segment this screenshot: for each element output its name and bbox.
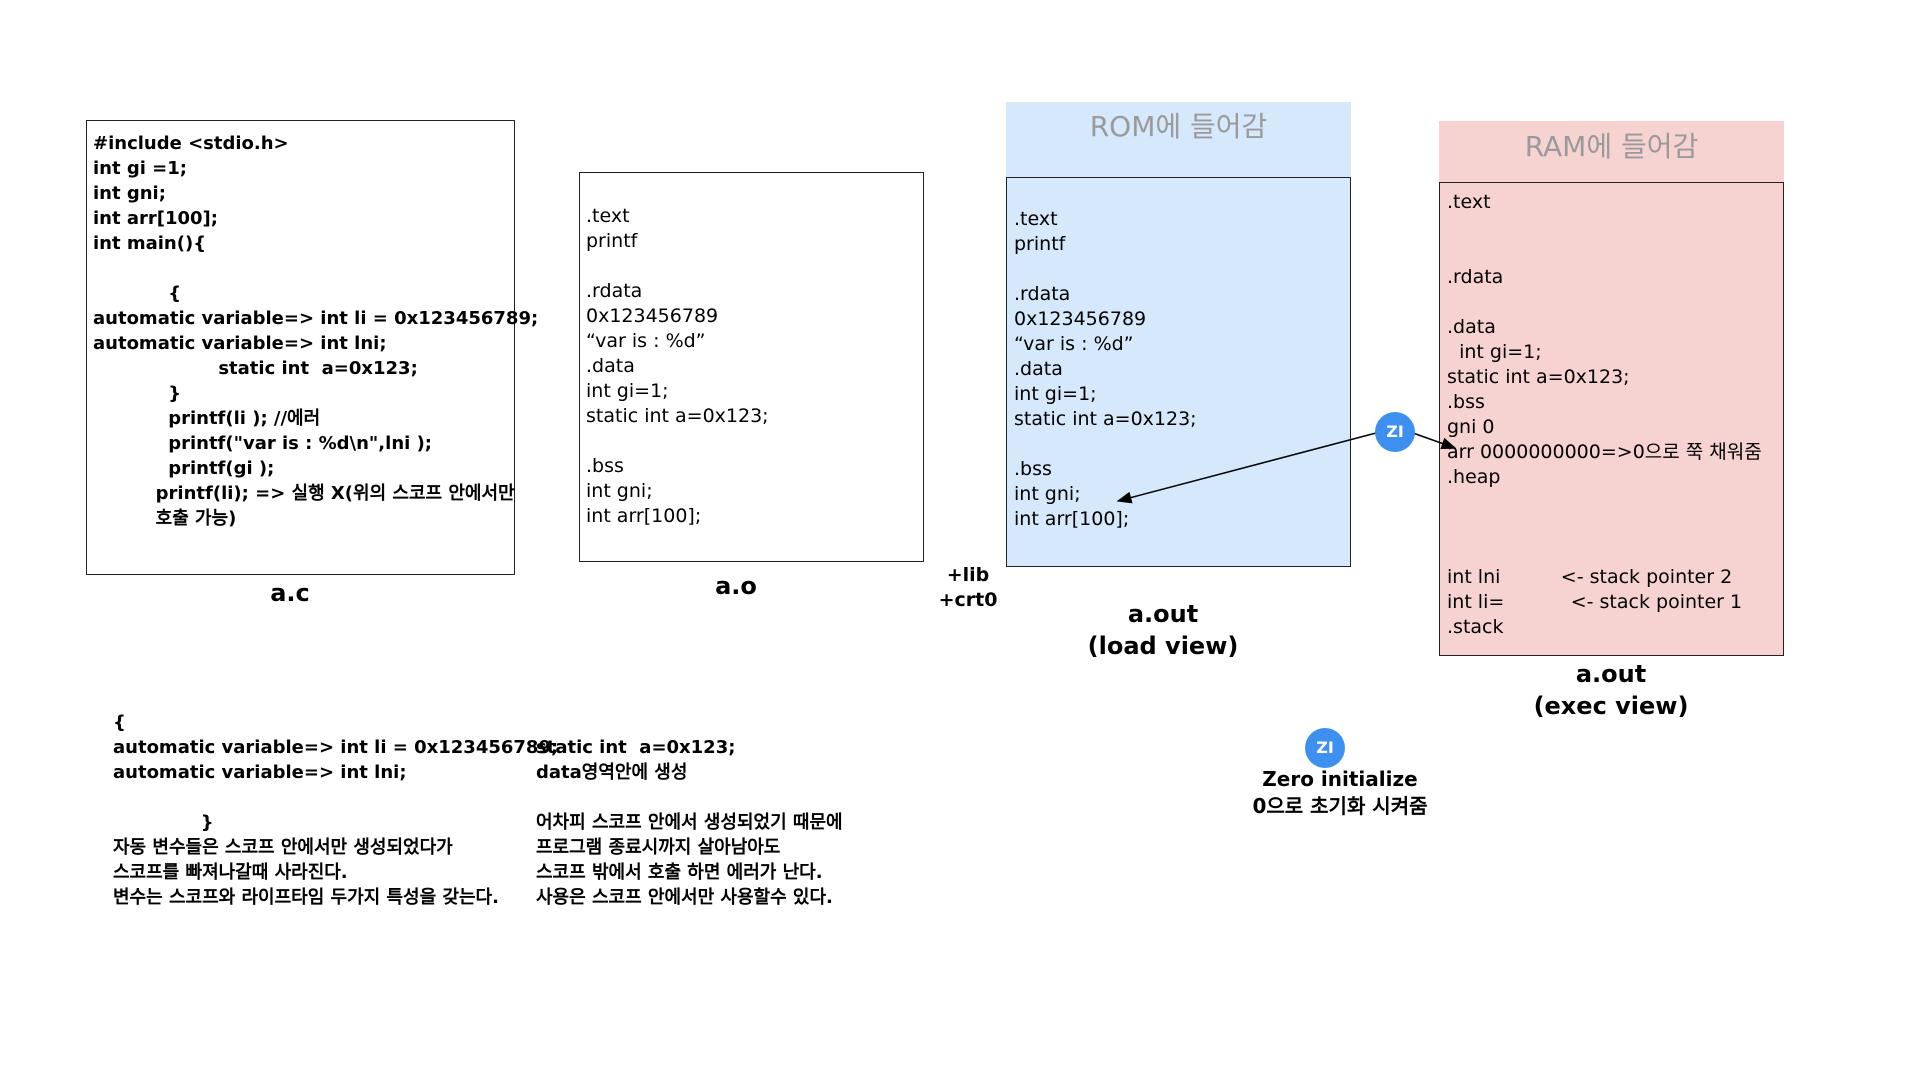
load-view-box — [1006, 177, 1351, 567]
text-line: .rdata — [586, 280, 643, 302]
load-view-lines: .text printf .rdata 0x123456789 “var is : %d… — [1014, 207, 1197, 532]
notes-automatic-variables: { automatic variable=> int li = 0x1234567… — [113, 710, 558, 910]
text-line: static int a=0x123; — [586, 405, 769, 427]
text-line: int lni <- stack pointer 2 — [1447, 566, 1733, 588]
text-line: 어차피 스코프 안에서 생성되었기 때문에 — [536, 812, 843, 833]
text-line: printf(li); => 실행 X(위의 스코프 안에서만 — [93, 483, 515, 504]
exec-view-caption-title: a.out — [1575, 660, 1647, 688]
link-label-crt0: +crt0 — [938, 589, 998, 611]
text-line: .rdata — [1014, 283, 1071, 305]
text-line: 사용은 스코프 안에서만 사용할수 있다. — [536, 887, 833, 908]
link-label-lib: +lib — [946, 564, 990, 586]
source-caption: a.c — [270, 579, 310, 607]
object-caption: a.o — [715, 572, 757, 600]
zi-legend-badge: ZI — [1305, 728, 1345, 768]
text-line: int gi=1; — [586, 380, 669, 402]
text-line: { — [113, 712, 126, 733]
text-line: .text — [586, 205, 630, 227]
text-line: 변수는 스코프와 라이프타임 두가지 특성을 갖는다. — [113, 887, 499, 908]
text-line: } — [113, 812, 214, 833]
text-line: 호출 가능) — [93, 508, 237, 529]
text-line: “var is : %d” — [586, 330, 706, 352]
text-line: 자동 변수들은 스코프 안에서만 생성되었다가 — [113, 837, 453, 858]
text-line: int main(){ — [93, 233, 207, 254]
exec-view-lines: .text .rdata .data int gi=1; static int a=0… — [1447, 190, 1762, 640]
source-code-lines: #include <stdio.h> int gi =1; int gni; int … — [93, 131, 538, 531]
text-line: data영역안에 생성 — [536, 762, 688, 783]
rom-header: ROM에 들어감 — [1089, 110, 1268, 143]
text-line: gni 0 — [1447, 416, 1495, 438]
text-line: int arr[100]; — [93, 208, 218, 229]
exec-view-caption: a.out (exec view) — [1511, 658, 1711, 722]
text-line: printf(gi ); — [93, 458, 275, 479]
load-view-caption-title: a.out — [1127, 600, 1199, 628]
link-label: +lib +crt0 — [938, 563, 998, 613]
text-line: #include <stdio.h> — [93, 133, 289, 154]
zi-arrow-to-ram — [1412, 432, 1457, 450]
text-line: 0x123456789 — [1014, 308, 1147, 330]
text-line: .text — [1447, 191, 1491, 213]
text-line: static int a=0x123; — [1014, 408, 1197, 430]
text-line: int gni; — [1014, 483, 1081, 505]
text-line: “var is : %d” — [1014, 333, 1134, 355]
object-file-lines: .text printf .rdata 0x123456789 “var is : %d… — [586, 204, 769, 529]
text-line: automatic variable=> int li = 0x12345678… — [93, 308, 539, 329]
text-line: int li= <- stack pointer 1 — [1447, 591, 1743, 613]
text-line: automatic variable=> int lni; — [93, 333, 387, 354]
zi-legend-desc: 0으로 초기화 시켜줌 — [1252, 794, 1428, 818]
text-line: int arr[100]; — [1014, 508, 1130, 530]
rom-header-band — [1006, 102, 1351, 177]
text-line: .bss — [586, 455, 624, 477]
text-line: automatic variable=> int li = 0x12345678… — [113, 737, 559, 758]
text-line: static int a=0x123; — [1447, 366, 1630, 388]
ram-header: RAM에 들어감 — [1524, 130, 1699, 163]
exec-view-caption-sub: (exec view) — [1533, 692, 1689, 720]
text-line: 스코프 밖에서 호출 하면 에러가 난다. — [536, 862, 823, 883]
text-line — [536, 785, 843, 810]
text-line: static int a=0x123; — [536, 737, 736, 758]
text-line: int gni; — [586, 480, 653, 502]
text-line: .heap — [1447, 466, 1501, 488]
text-line: int gi =1; — [93, 158, 187, 179]
exec-view-box — [1439, 182, 1784, 656]
ram-header-band — [1439, 121, 1784, 182]
text-line: .bss — [1447, 391, 1485, 413]
text-line: 스코프를 빠져나갈때 사라진다. — [113, 862, 348, 883]
text-line: .stack — [1447, 616, 1504, 638]
text-line: printf — [1014, 233, 1066, 255]
text-line: 프로그램 종료시까지 살아남아도 — [536, 837, 781, 858]
zi-legend-title: Zero initialize — [1262, 767, 1418, 791]
zi-legend-text: Zero initialize 0으로 초기화 시켜줌 — [1230, 766, 1450, 820]
text-line: .data — [1014, 358, 1063, 380]
load-view-caption: a.out (load view) — [1063, 598, 1263, 662]
text-line: int arr[100]; — [586, 505, 702, 527]
text-line: automatic variable=> int lni; — [113, 762, 407, 783]
object-file-box — [579, 172, 924, 562]
text-line — [113, 785, 558, 810]
text-line: .text — [1014, 208, 1058, 230]
text-line: .data — [586, 355, 635, 377]
text-line: int gni; — [93, 183, 166, 204]
text-line: { — [93, 283, 182, 304]
text-line: .rdata — [1447, 266, 1504, 288]
text-line: printf — [586, 230, 638, 252]
text-line: 0x123456789 — [586, 305, 719, 327]
text-line: .bss — [1014, 458, 1052, 480]
load-view-caption-sub: (load view) — [1087, 632, 1239, 660]
text-line: printf(li ); //에러 — [93, 408, 321, 429]
text-line: int gi=1; — [1014, 383, 1097, 405]
text-line: } — [93, 383, 182, 404]
zi-badge: ZI — [1375, 412, 1415, 452]
zi-arrow-to-rom — [1116, 432, 1377, 504]
text-line: .data — [1447, 316, 1496, 338]
text-line: int gi=1; — [1447, 341, 1542, 363]
text-line: printf("var is : %d\n",lni ); — [93, 433, 432, 454]
text-line: static int a=0x123; — [93, 358, 418, 379]
source-code-box — [86, 120, 515, 575]
